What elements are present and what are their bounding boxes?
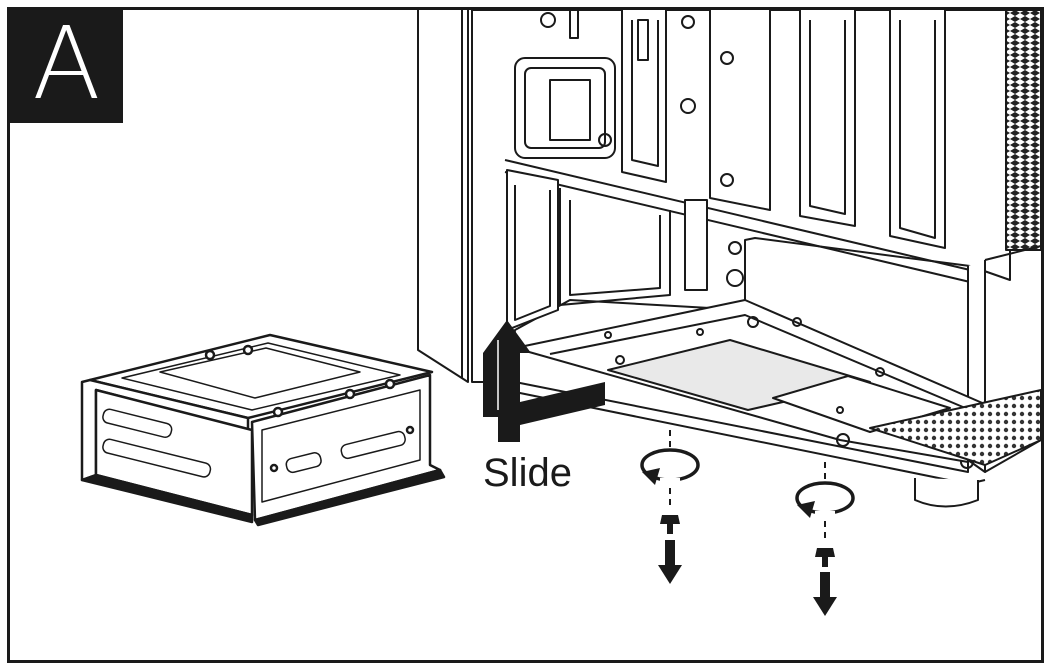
rear-vent bbox=[1005, 10, 1041, 251]
thumbscrew-icon bbox=[815, 548, 835, 567]
screw-removal-2 bbox=[795, 462, 855, 616]
hdd-cage bbox=[80, 333, 446, 527]
screw-removal-1 bbox=[640, 430, 700, 584]
diagram-frame: A bbox=[7, 7, 1044, 663]
arrow-down-icon bbox=[813, 572, 837, 616]
expansion-slots bbox=[540, 10, 946, 249]
step-badge: A bbox=[10, 10, 123, 123]
slide-label: Slide bbox=[483, 451, 572, 495]
case-foot bbox=[914, 478, 979, 508]
case-illustration bbox=[80, 10, 1041, 616]
bottom-dust-filter bbox=[869, 389, 1041, 466]
rotate-counterclockwise-icon bbox=[795, 481, 855, 519]
arrow-down-icon bbox=[658, 540, 682, 584]
step-letter: A bbox=[32, 7, 101, 122]
pc-case bbox=[417, 10, 1041, 508]
thumbscrew-icon bbox=[660, 515, 680, 534]
slide-out-arrow-icon bbox=[483, 320, 605, 442]
rotate-counterclockwise-icon bbox=[640, 448, 700, 486]
case-front-panel bbox=[417, 10, 469, 383]
